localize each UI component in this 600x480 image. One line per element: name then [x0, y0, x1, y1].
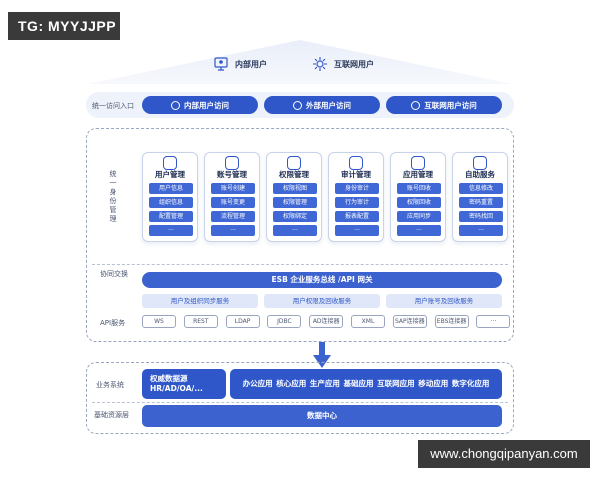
module-title: 应用管理	[403, 170, 433, 179]
api-chip: ···	[476, 315, 511, 328]
api-chip: JDBC	[267, 315, 302, 328]
module-icon	[287, 156, 301, 170]
identity-module: 审计管理身份审计行为审计报表配置 ···	[328, 152, 384, 242]
module-title: 权限管理	[279, 170, 309, 179]
api-chip: WS	[142, 315, 176, 328]
user-group-icon	[171, 100, 180, 110]
module-item[interactable]: ···	[149, 225, 193, 236]
api-chip: REST	[183, 315, 218, 328]
module-icon	[411, 156, 425, 170]
authoritative-source-title: 权威数据源	[150, 374, 188, 383]
down-arrow-icon	[313, 342, 331, 368]
user-internet: 互联网用户	[312, 56, 374, 72]
api-chip: AD连接器	[309, 315, 344, 328]
api-chip: EBS连接器	[434, 315, 469, 328]
esb-bar: ESB 企业服务总线 /API 网关	[142, 272, 502, 288]
module-item[interactable]: 密码找回	[459, 211, 503, 222]
roof-shape	[88, 40, 512, 84]
module-item[interactable]: 身份审计	[335, 183, 379, 194]
access-external-button[interactable]: 外部用户访问	[264, 96, 380, 114]
module-item[interactable]: 报表配置	[335, 211, 379, 222]
authoritative-source-list: HR/AD/OA/...	[150, 384, 203, 393]
user-internet-label: 互联网用户	[334, 59, 374, 69]
module-title: 用户管理	[155, 170, 185, 179]
module-item[interactable]: 应用同步	[397, 211, 441, 222]
identity-section	[86, 128, 514, 342]
module-icon	[163, 156, 177, 170]
module-item[interactable]: 权限视图	[273, 183, 317, 194]
module-item[interactable]: ···	[459, 225, 503, 236]
user-group-icon	[293, 100, 302, 110]
identity-module: 权限管理权限视图权限管理权限绑定···	[266, 152, 322, 242]
business-label: 业务系统	[96, 381, 124, 389]
business-divider	[92, 402, 508, 403]
api-chip: XML	[351, 315, 385, 328]
access-internet-button[interactable]: 互联网用户访问	[386, 96, 502, 114]
module-icon	[225, 156, 239, 170]
desktop-user-icon	[214, 57, 228, 71]
api-chip: LDAP	[225, 315, 260, 328]
authoritative-source-box: 权威数据源 HR/AD/OA/...	[142, 369, 226, 399]
datacenter-bar: 数据中心	[142, 405, 502, 427]
network-icon	[313, 57, 327, 71]
globe-icon	[411, 100, 421, 110]
business-section	[86, 362, 514, 434]
module-item[interactable]: 用户信息	[149, 183, 193, 194]
module-title: 审计管理	[341, 170, 371, 179]
user-internal: 内部用户	[213, 56, 267, 72]
sync-bar-org: 用户及组织同步服务	[142, 294, 258, 308]
module-item[interactable]: 组织信息	[149, 197, 193, 208]
module-item[interactable]: 账号回收	[397, 183, 441, 194]
access-row-label: 统一访问入口	[92, 102, 134, 110]
module-item[interactable]: 权限管理	[273, 197, 317, 208]
access-internet-label: 互联网用户访问	[424, 100, 477, 110]
module-item[interactable]: 配置管理	[149, 211, 193, 222]
module-item[interactable]: ···	[335, 225, 379, 236]
sync-bar-permission: 用户权限及回收服务	[264, 294, 380, 308]
module-item[interactable]: 账号创建	[211, 183, 255, 194]
module-item[interactable]: 账号变更	[211, 197, 255, 208]
watermark-bottom-right: www.chongqipanyan.com	[418, 440, 590, 468]
identity-module: 自助服务信息修改密码重置密码找回 ···	[452, 152, 508, 242]
api-chip: SAP连接器	[392, 315, 427, 328]
user-internal-label: 内部用户	[235, 59, 267, 69]
identity-module: 应用管理账号回收权限回收应用同步 ···	[390, 152, 446, 242]
module-item[interactable]: 权限绑定	[273, 211, 317, 222]
access-external-label: 外部用户访问	[306, 100, 351, 110]
module-icon	[473, 156, 487, 170]
module-item[interactable]: 权限回收	[397, 197, 441, 208]
module-item[interactable]: 行为审计	[335, 197, 379, 208]
identity-label: 统一身份管理	[109, 170, 117, 223]
sync-bar-account: 用户账号及回收服务	[386, 294, 502, 308]
module-title: 自助服务	[465, 170, 495, 179]
module-item[interactable]: ···	[211, 225, 255, 236]
module-icon	[349, 156, 363, 170]
module-item[interactable]: ···	[397, 225, 441, 236]
module-item[interactable]: 信息修改	[459, 183, 503, 194]
module-item[interactable]: 密码重置	[459, 197, 503, 208]
module-item[interactable]: ···	[273, 225, 317, 236]
module-item[interactable]: 流程管理	[211, 211, 255, 222]
access-internal-button[interactable]: 内部用户访问	[142, 96, 258, 114]
section-divider	[92, 264, 508, 265]
identity-module: 用户管理用户信息组织信息配置管理 ···	[142, 152, 198, 242]
watermark-top-left: TG: MYYJJPP	[8, 12, 120, 40]
access-internal-label: 内部用户访问	[184, 100, 229, 110]
applications-box: 办公应用 核心应用 生产应用 基础应用 互联网应用 移动应用 数字化应用	[230, 369, 502, 399]
identity-module: 账号管理账号创建账号变更流程管理 ···	[204, 152, 260, 242]
foundation-label: 基础资源层	[94, 411, 129, 419]
api-label: API服务	[100, 319, 126, 327]
module-title: 账号管理	[217, 170, 247, 179]
exchange-label: 协同交换	[100, 270, 128, 278]
